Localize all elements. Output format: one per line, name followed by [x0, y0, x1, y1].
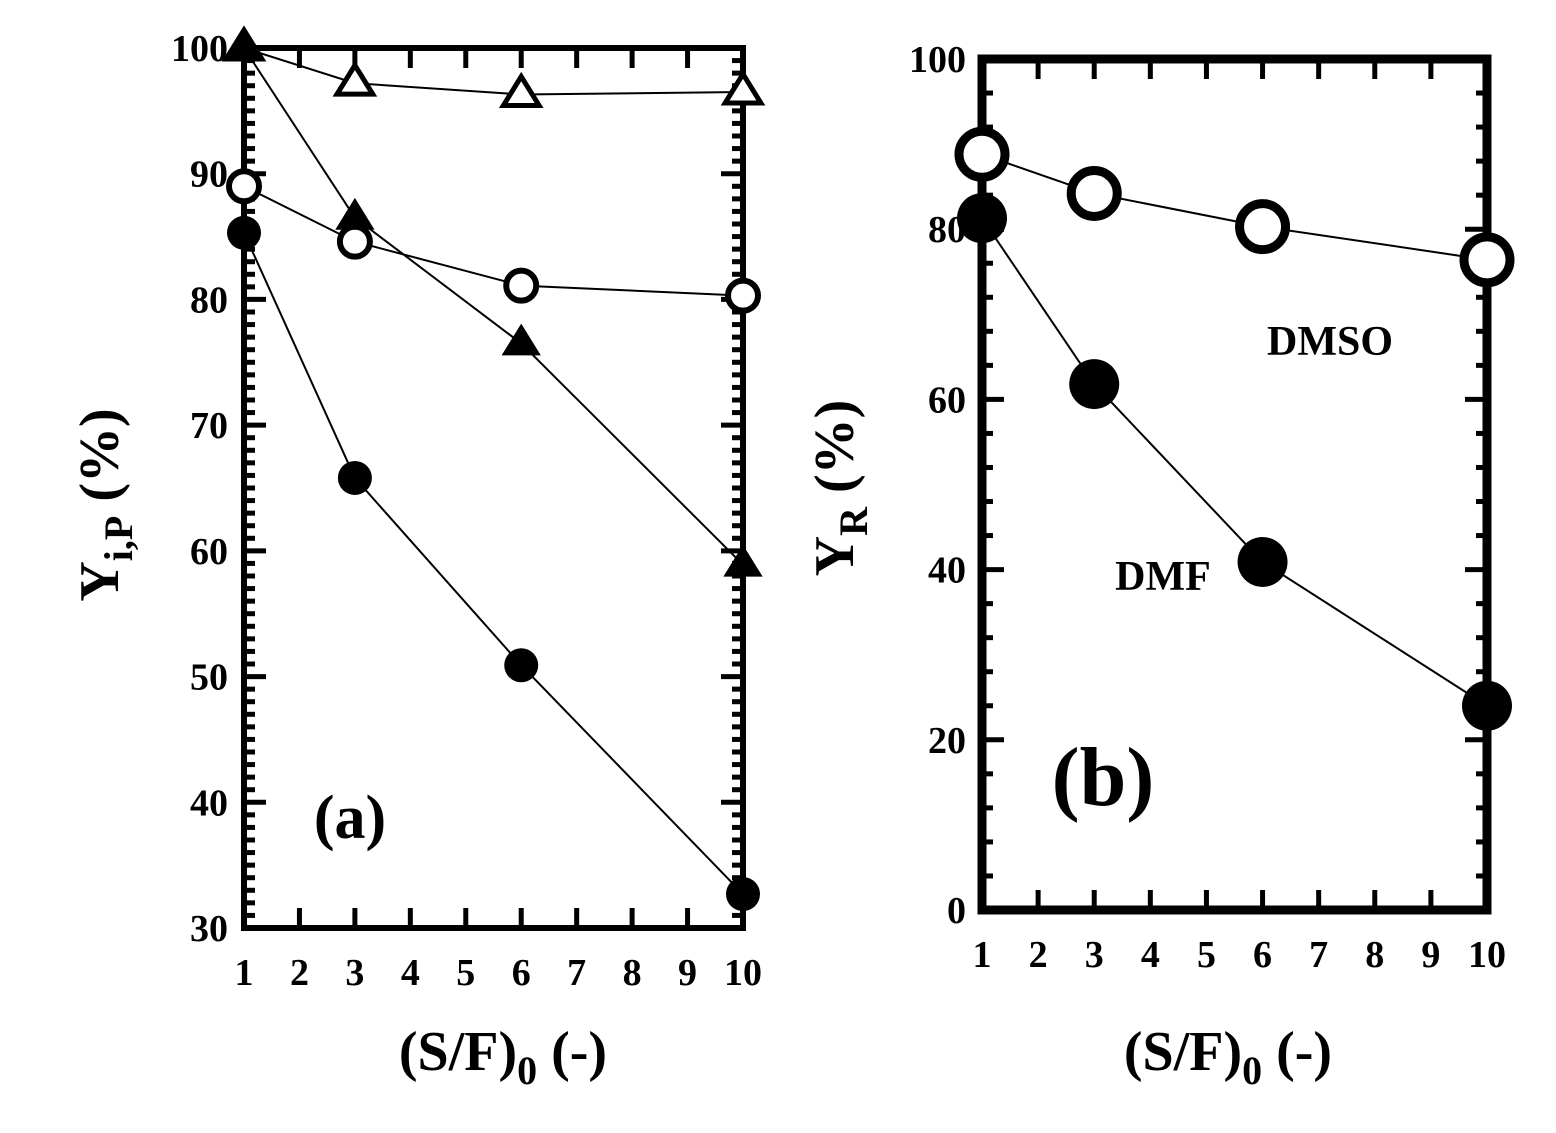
- data-point-open-circle: [336, 223, 373, 260]
- y-tick-label: 100: [909, 39, 966, 81]
- data-point-filled-triangle: [501, 323, 541, 356]
- series-line: [981, 217, 1488, 707]
- panel-b-x-axis-title: (S/F)0 (-): [1124, 1021, 1332, 1093]
- x-tick-label: 8: [1365, 934, 1384, 976]
- y-tick-label: 80: [190, 279, 228, 321]
- series-label-dmso: DMSO: [1267, 319, 1393, 365]
- x-tick-label: 1: [973, 934, 992, 976]
- data-point-filled-circle: [504, 648, 539, 683]
- x-tick-label: 6: [1253, 934, 1272, 976]
- series-label-dmf: DMF: [1115, 554, 1211, 600]
- x-tick-label: 9: [1421, 934, 1440, 976]
- panel-a-x-axis-title: (S/F)0 (-): [399, 1021, 607, 1093]
- data-point-open-triangle: [498, 71, 544, 108]
- data-point-filled-circle: [337, 460, 372, 495]
- x-tick-label: 4: [1141, 934, 1160, 976]
- data-point-open-triangle: [720, 69, 766, 106]
- series-line: [243, 47, 744, 566]
- data-point-filled-triangle: [224, 28, 264, 60]
- data-point-open-circle: [1459, 232, 1515, 288]
- y-tick-label: 60: [190, 531, 228, 573]
- y-tick-label: 30: [190, 908, 228, 950]
- y-tick-label: 100: [171, 28, 228, 70]
- x-tick-label: 3: [1085, 934, 1104, 976]
- data-point-filled-circle: [1069, 359, 1120, 410]
- data-point-open-circle: [954, 126, 1010, 182]
- series-line: [243, 185, 744, 297]
- series-line: [243, 47, 744, 96]
- data-point-open-circle: [226, 168, 262, 205]
- x-tick-label: 10: [1468, 934, 1506, 976]
- data-point-filled-circle: [1237, 536, 1288, 587]
- x-tick-label: 6: [512, 952, 531, 994]
- x-tick-label: 4: [401, 952, 420, 994]
- x-tick-label: 1: [235, 952, 254, 994]
- x-tick-label: 9: [678, 952, 697, 994]
- x-tick-label: 2: [290, 952, 309, 994]
- panel-a-plot-frame: [241, 45, 746, 931]
- y-tick-label: 20: [928, 720, 966, 762]
- panel-a-markers: [221, 25, 766, 912]
- data-point-open-circle: [1066, 165, 1122, 221]
- panel-b-plot-frame: [977, 54, 1492, 915]
- data-point-filled-triangle: [723, 544, 763, 577]
- panel-b-y-tick-labels: 0 20 40 60 80 100: [909, 39, 966, 932]
- x-tick-label: 8: [623, 952, 642, 994]
- panel-a-y-axis-title: Yi,P (%): [69, 408, 141, 601]
- x-tick-label: 5: [1197, 934, 1216, 976]
- x-tick-label: 7: [567, 952, 586, 994]
- data-point-open-triangle: [332, 60, 378, 97]
- panel-b-y-axis-title: YR (%): [804, 400, 876, 577]
- x-tick-label: 2: [1029, 934, 1048, 976]
- x-tick-label: 3: [345, 952, 364, 994]
- data-point-open-circle: [503, 267, 540, 304]
- y-tick-label: 50: [190, 657, 228, 699]
- series-line: [243, 232, 744, 895]
- x-tick-label: 7: [1309, 934, 1328, 976]
- x-tick-label: 10: [724, 952, 762, 994]
- data-point-filled-circle: [227, 215, 261, 250]
- data-point-filled-circle: [1462, 680, 1512, 731]
- x-tick-label: 5: [456, 952, 475, 994]
- y-tick-label: 70: [190, 405, 228, 447]
- y-tick-label: 40: [928, 550, 966, 592]
- data-point-open-circle: [1235, 199, 1291, 255]
- series-line: [981, 153, 1488, 261]
- y-tick-label: 40: [190, 782, 228, 824]
- panel-b-lines: [981, 153, 1488, 707]
- panel-b-markers: [954, 126, 1515, 731]
- data-point-filled-triangle: [335, 197, 375, 230]
- data-point-filled-circle: [957, 193, 1007, 244]
- panel-b-label: (b): [1052, 731, 1155, 824]
- data-point-open-circle: [725, 277, 761, 314]
- y-tick-label: 60: [928, 379, 966, 421]
- panel-a-y-tick-labels: 30 40 50 60 70 80 90 100: [171, 28, 228, 950]
- y-tick-label: 0: [947, 890, 966, 932]
- y-tick-label: 90: [190, 154, 228, 196]
- y-tick-label: 80: [928, 209, 966, 251]
- data-point-filled-circle: [726, 877, 760, 912]
- panel-a-lines: [243, 47, 744, 895]
- panel-a-label: (a): [314, 784, 386, 852]
